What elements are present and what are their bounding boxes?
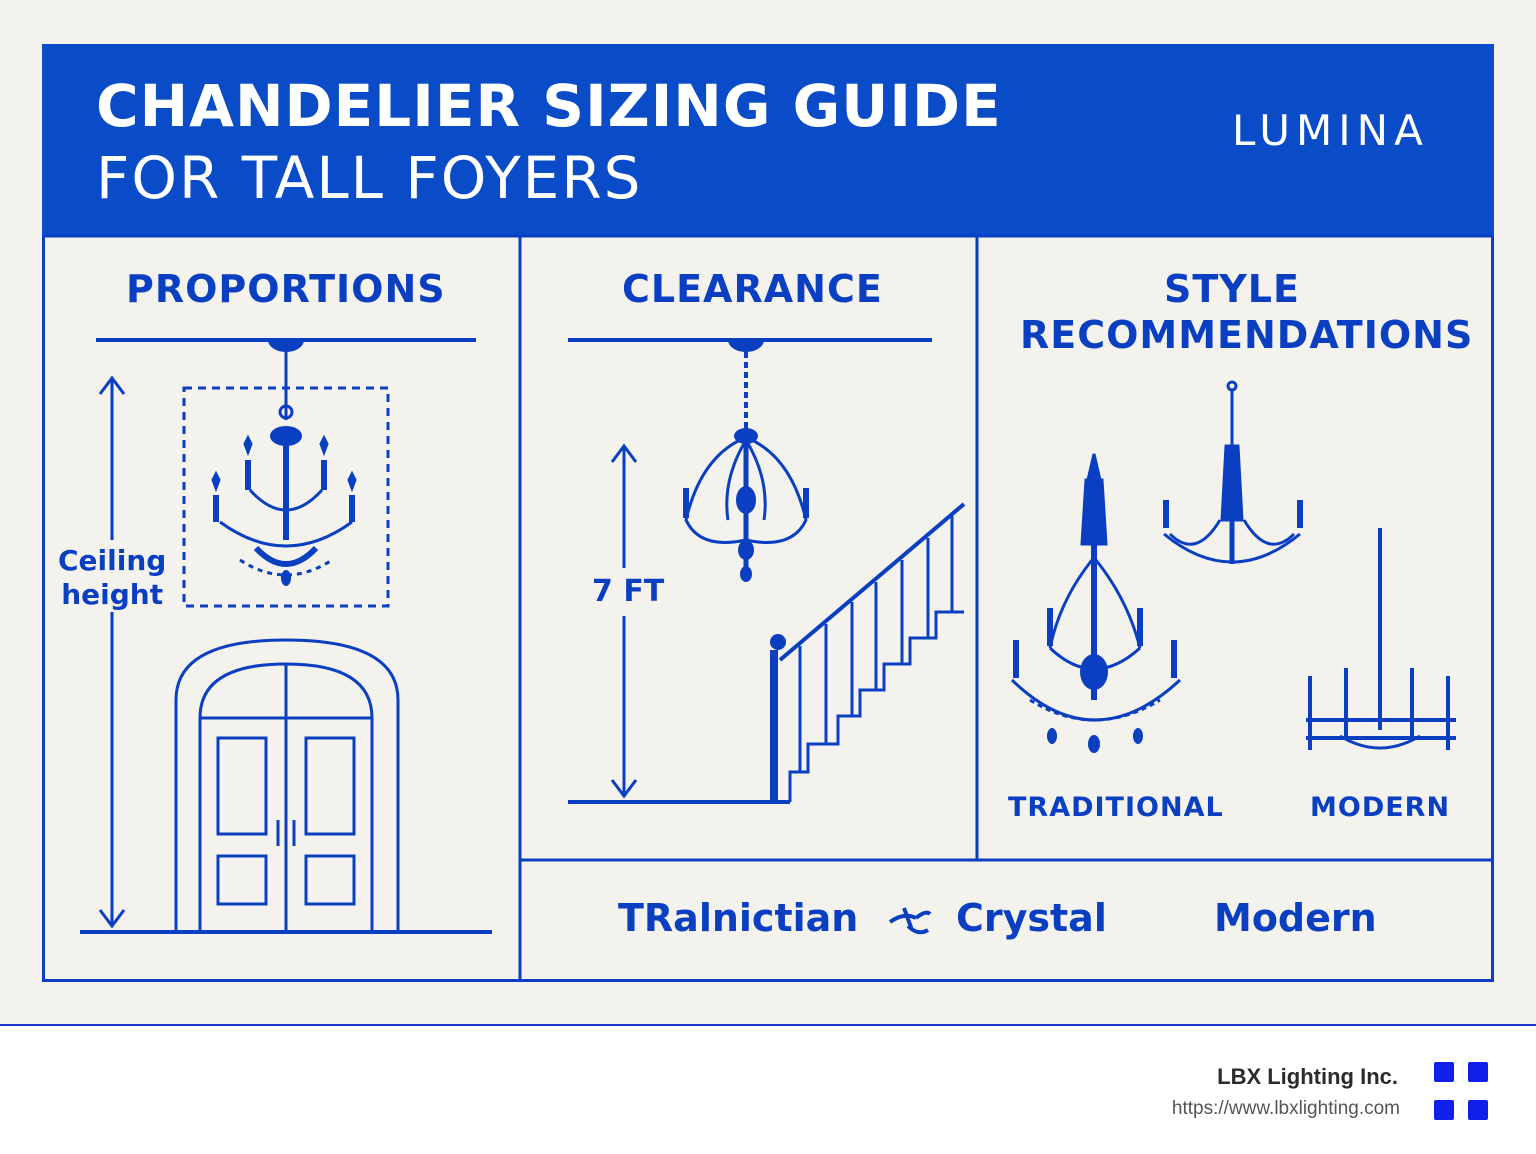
company-name: LBX Lighting Inc.	[1217, 1064, 1398, 1089]
style-illustrations	[1010, 380, 1456, 753]
bottom-item-2: Crystal	[956, 896, 1107, 940]
clearance-title: CLEARANCE	[622, 267, 883, 311]
proportions-title: PROPORTIONS	[126, 267, 446, 311]
company-url[interactable]: https://www.lbxlighting.com	[1171, 1098, 1400, 1119]
style-title-line-2: RECOMMENDATIONS	[1020, 313, 1474, 357]
ceiling-height-label: Ceiling height	[58, 544, 166, 612]
crystal-icon	[888, 907, 932, 935]
title-line-1: CHANDELIER SIZING GUIDE	[96, 72, 1002, 140]
bottom-item-1: TRalnictian	[618, 896, 859, 940]
style-title-line-1: STYLE	[1164, 267, 1300, 311]
bottom-item-3: Modern	[1214, 896, 1377, 940]
style-title: STYLE RECOMMENDATIONS	[1020, 266, 1474, 358]
ceiling-label-line-2: height	[61, 578, 164, 611]
footer-divider	[0, 1024, 1536, 1026]
clearance-measure-label: 7 FT	[592, 574, 665, 609]
ceiling-label-line-1: Ceiling	[58, 544, 167, 577]
header-banner	[42, 44, 1494, 236]
modern-label: MODERN	[1310, 792, 1451, 823]
brand-name: LUMINA	[1232, 106, 1429, 155]
title-line-2: FOR TALL FOYERS	[96, 144, 643, 212]
footer	[0, 1026, 1536, 1154]
clearance-illustration	[568, 338, 966, 804]
traditional-label: TRADITIONAL	[1008, 792, 1224, 823]
proportions-illustration	[80, 338, 492, 934]
